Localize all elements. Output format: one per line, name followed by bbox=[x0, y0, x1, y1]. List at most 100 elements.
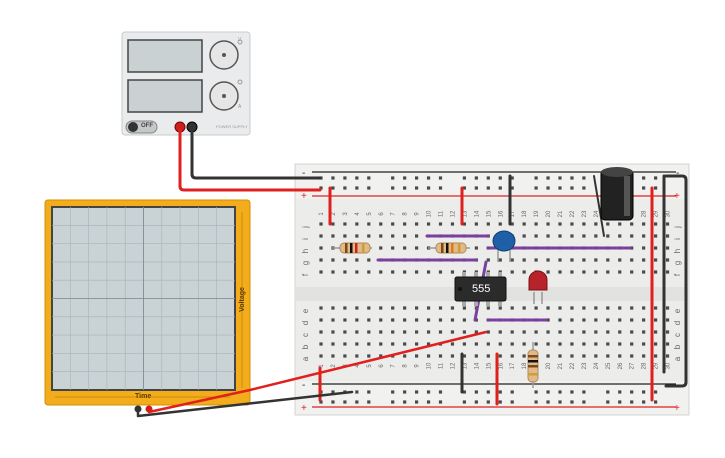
column-label: 14 bbox=[474, 210, 480, 217]
column-label: 12 bbox=[450, 362, 456, 369]
column-label: 4 bbox=[355, 212, 361, 216]
resistor-r3[interactable] bbox=[527, 342, 539, 388]
red-led[interactable] bbox=[528, 270, 548, 304]
column-label: 9 bbox=[415, 212, 421, 216]
column-label: 25 bbox=[606, 362, 612, 369]
column-label: 5 bbox=[367, 212, 373, 216]
rail-plus-top-left: + bbox=[301, 191, 307, 202]
row-label: e bbox=[673, 308, 682, 313]
column-label: 17 bbox=[510, 362, 516, 369]
long-wires[interactable] bbox=[136, 128, 688, 418]
column-label: 8 bbox=[403, 364, 409, 368]
column-label: 12 bbox=[450, 210, 456, 217]
row-label: b bbox=[301, 344, 310, 349]
column-label: 24 bbox=[594, 362, 600, 369]
rail-plus-bottom-left: + bbox=[301, 403, 307, 414]
rail-plus-top-right: + bbox=[674, 191, 680, 202]
scope-y-label: Voltage bbox=[238, 287, 246, 312]
column-label: 13 bbox=[462, 210, 468, 217]
column-label: 14 bbox=[474, 362, 480, 369]
row-label: g bbox=[673, 261, 682, 265]
column-label: 11 bbox=[439, 210, 445, 217]
scope-x-label: Time bbox=[135, 393, 152, 400]
column-label: 7 bbox=[391, 364, 397, 368]
row-label: j bbox=[301, 226, 310, 229]
current-display bbox=[127, 79, 203, 113]
column-label: 22 bbox=[570, 362, 576, 369]
timer-chip-555[interactable] bbox=[454, 272, 507, 306]
row-label: i bbox=[673, 238, 682, 240]
column-label: 30 bbox=[666, 362, 672, 369]
column-label: 18 bbox=[522, 210, 528, 217]
brand-label: POWER SUPPLY bbox=[216, 124, 248, 129]
column-label: 4 bbox=[355, 364, 361, 368]
row-label: d bbox=[673, 321, 682, 325]
row-label: g bbox=[301, 261, 310, 265]
column-label: 1 bbox=[319, 212, 325, 216]
row-label: b bbox=[673, 344, 682, 349]
knob-bottom-label: A bbox=[238, 104, 242, 110]
column-label: 2 bbox=[331, 364, 337, 368]
column-label: 5 bbox=[367, 364, 373, 368]
chip-label: 555 bbox=[472, 283, 491, 295]
voltage-display bbox=[127, 39, 203, 73]
column-label: 11 bbox=[439, 362, 445, 369]
column-label: 16 bbox=[498, 210, 504, 217]
breadboard-wires[interactable] bbox=[318, 174, 666, 406]
column-label: 3 bbox=[343, 212, 349, 216]
row-label: d bbox=[301, 321, 310, 325]
column-label: 28 bbox=[642, 210, 648, 217]
row-label: e bbox=[301, 308, 310, 313]
column-label: 8 bbox=[403, 212, 409, 216]
column-label: 29 bbox=[654, 362, 660, 369]
rail-minus-top-right: - bbox=[676, 168, 679, 179]
row-label: i bbox=[301, 238, 310, 240]
row-label: a bbox=[301, 356, 310, 361]
column-label: 10 bbox=[427, 210, 433, 217]
row-label: a bbox=[673, 356, 682, 361]
column-label: 6 bbox=[379, 212, 385, 216]
column-label: 1 bbox=[319, 364, 325, 368]
column-label: 6 bbox=[379, 364, 385, 368]
scope-probe-black[interactable] bbox=[134, 405, 142, 413]
row-label: c bbox=[673, 333, 682, 337]
column-label: 19 bbox=[534, 210, 540, 217]
rail-plus-bottom-right: + bbox=[674, 403, 680, 414]
column-label: 23 bbox=[582, 210, 588, 217]
column-label: 24 bbox=[594, 210, 600, 217]
power-switch-label: OFF bbox=[141, 123, 153, 129]
column-label: 2 bbox=[331, 212, 337, 216]
column-label: 27 bbox=[630, 362, 636, 369]
column-label: 18 bbox=[522, 362, 528, 369]
row-label: c bbox=[301, 333, 310, 337]
column-label: 26 bbox=[618, 362, 624, 369]
row-label: j bbox=[673, 226, 682, 229]
column-label: 13 bbox=[462, 362, 468, 369]
column-label: 16 bbox=[498, 362, 504, 369]
resistor-r2[interactable] bbox=[428, 242, 470, 254]
column-label: 7 bbox=[391, 212, 397, 216]
column-label: 20 bbox=[546, 210, 552, 217]
column-label: 17 bbox=[510, 210, 516, 217]
column-label: 9 bbox=[415, 364, 421, 368]
ceramic-capacitor[interactable] bbox=[492, 230, 516, 262]
knob-top-label: V bbox=[238, 37, 242, 43]
column-label: 22 bbox=[570, 210, 576, 217]
column-label: 21 bbox=[558, 362, 564, 369]
rail-minus-top-left: - bbox=[302, 168, 305, 179]
column-label: 30 bbox=[666, 210, 672, 217]
column-label: 15 bbox=[486, 362, 492, 369]
row-label: f bbox=[301, 273, 310, 276]
column-label: 20 bbox=[546, 362, 552, 369]
column-label: 21 bbox=[558, 210, 564, 217]
resistor-r1[interactable] bbox=[332, 242, 372, 254]
power-supply[interactable]: POWER SUPPLY bbox=[121, 31, 251, 136]
oscilloscope[interactable] bbox=[44, 199, 251, 413]
electrolytic-capacitor[interactable] bbox=[600, 167, 634, 221]
row-label: h bbox=[673, 249, 682, 253]
column-label: 29 bbox=[654, 210, 660, 217]
row-label: f bbox=[673, 273, 682, 276]
column-label: 10 bbox=[427, 362, 433, 369]
